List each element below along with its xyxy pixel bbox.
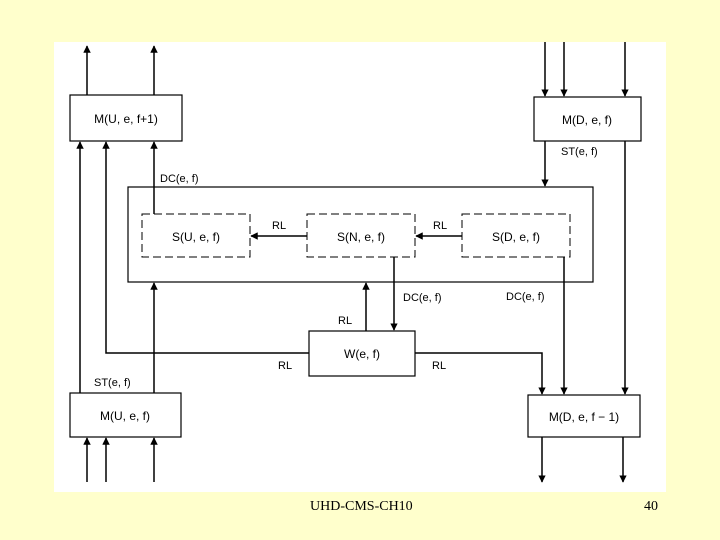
label-rl-s-right: RL — [433, 220, 447, 232]
label-rl-w-left: RL — [278, 360, 292, 372]
block-s-up: S(U, e, f) — [141, 213, 251, 258]
label-st-up: ST(e, f) — [94, 377, 131, 389]
label-dc-top: DC(e, f) — [160, 173, 199, 185]
block-m-up-next-label: M(U, e, f+1) — [94, 112, 158, 126]
arrow-w-to-m-up-next — [102, 141, 309, 354]
arrow-w-to-m-down-prev — [415, 352, 546, 395]
block-s-neutral: S(N, e, f) — [306, 213, 416, 258]
block-w-label: W(e, f) — [344, 347, 380, 361]
block-m-up: M(U, e, f) — [69, 392, 182, 438]
figure: M(U, e, f+1) M(D, e, f) W(e, f) M(U, e, … — [54, 42, 666, 492]
block-s-neutral-label: S(N, e, f) — [337, 230, 385, 244]
block-m-down: M(D, e, f) — [533, 96, 642, 142]
block-m-down-label: M(D, e, f) — [562, 113, 612, 127]
signaling-diagram: M(U, e, f+1) M(D, e, f) W(e, f) M(U, e, … — [69, 42, 642, 483]
block-m-up-next: M(U, e, f+1) — [69, 94, 183, 142]
block-m-down-prev: M(D, e, f − 1) — [527, 394, 641, 438]
label-dc-mid: DC(e, f) — [403, 292, 442, 304]
s-group-frame — [127, 186, 594, 283]
label-st-down: ST(e, f) — [561, 146, 598, 158]
block-m-up-label: M(U, e, f) — [100, 409, 150, 423]
label-dc-right: DC(e, f) — [506, 291, 545, 303]
block-s-down: S(D, e, f) — [461, 213, 571, 258]
block-s-up-label: S(U, e, f) — [172, 230, 220, 244]
label-rl-w-top: RL — [338, 315, 352, 327]
label-rl-w-right: RL — [432, 360, 446, 372]
label-rl-s-left: RL — [272, 220, 286, 232]
page-number: 40 — [644, 499, 658, 514]
footer-label: UHD-CMS-CH10 — [310, 499, 413, 514]
block-s-down-label: S(D, e, f) — [492, 230, 540, 244]
block-m-down-prev-label: M(D, e, f − 1) — [549, 410, 619, 424]
block-w: W(e, f) — [308, 330, 416, 377]
